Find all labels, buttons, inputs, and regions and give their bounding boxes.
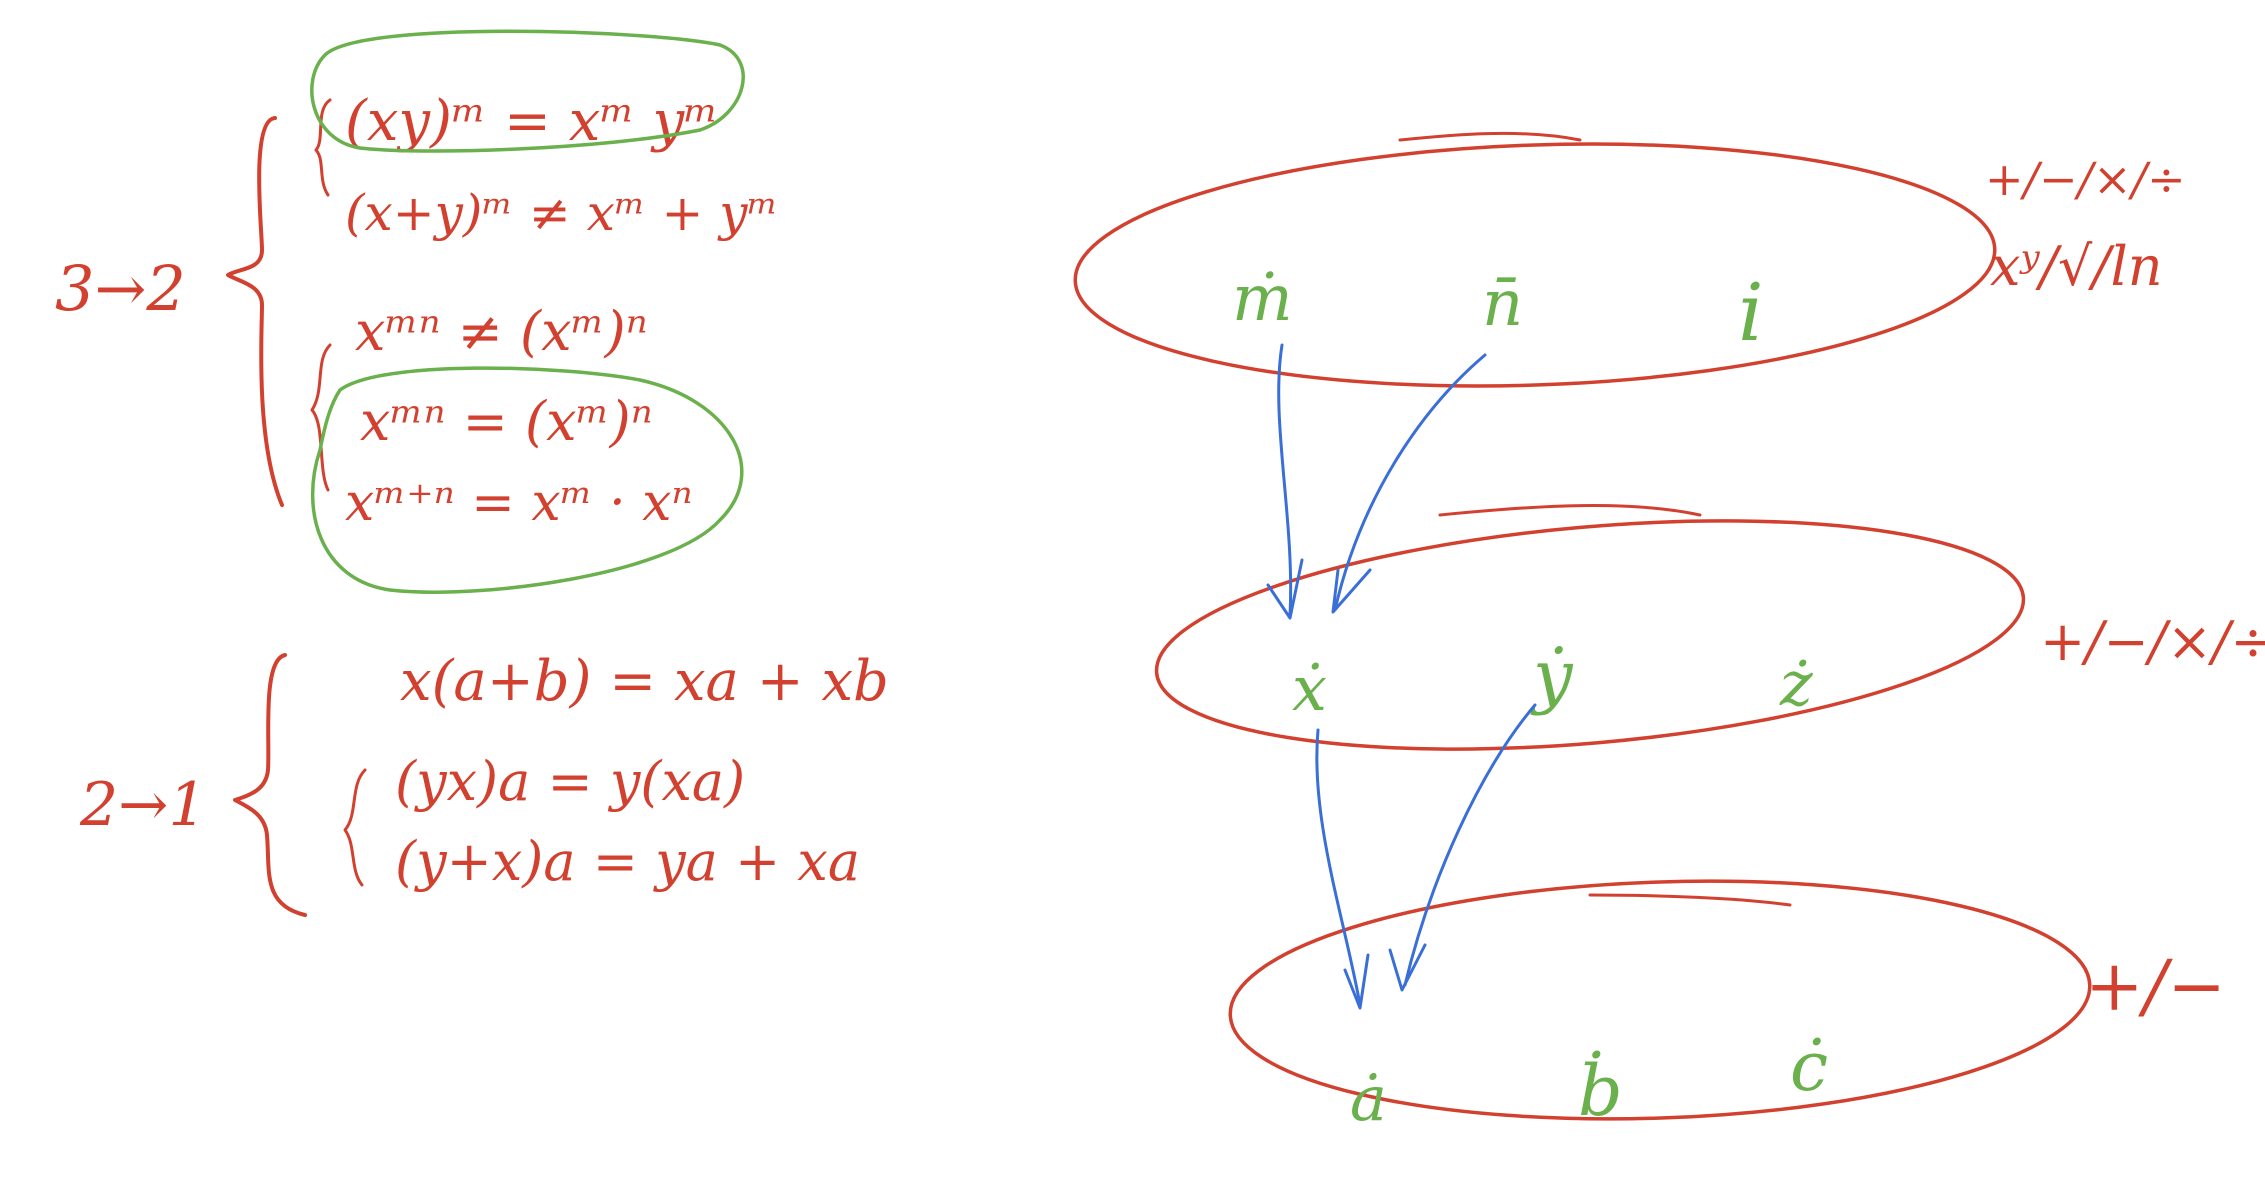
variable-label: ȧ xyxy=(1350,1062,1387,1135)
ellipse-stroke-overrun xyxy=(1398,131,1582,142)
level-bottom: ȧ ḃ ċ +/− xyxy=(1228,879,2226,1135)
curly-brace xyxy=(233,653,307,917)
ellipse-stroke-overrun xyxy=(1588,893,1792,907)
highlight-loop xyxy=(310,366,744,594)
variable-label: ż xyxy=(1779,647,1813,720)
curly-brace xyxy=(226,116,284,507)
arrow-n-to-x xyxy=(1333,353,1487,612)
level-middle: ẋ ẏ ż +/−/×/÷ xyxy=(1154,504,2265,751)
small-brace xyxy=(314,98,332,197)
arrow-y-to-a xyxy=(1403,703,1537,987)
arrow-x-to-a xyxy=(1315,728,1362,1007)
arrow-head xyxy=(1331,568,1372,614)
variable-label: ẏ xyxy=(1530,635,1574,717)
formula-line: xᵐ⁺ⁿ = xᵐ · xⁿ xyxy=(345,473,693,533)
group-label-3-to-2: 3→2 xyxy=(55,252,186,325)
formula-line: (y+x)a = ya + xa xyxy=(395,830,860,893)
small-brace xyxy=(310,343,332,492)
note-group-2-to-1: 2→1 x(a+b) = xa + xb (yx)a = y(xa) (y+x)… xyxy=(79,649,889,917)
group-label-2-to-1: 2→1 xyxy=(79,770,207,840)
note-group-3-to-2: 3→2 (xy)ᵐ = xᵐ yᵐ (x+y)ᵐ ≠ xᵐ + yᵐ xᵐⁿ ≠… xyxy=(55,29,778,594)
arrow-m-to-x xyxy=(1277,343,1293,617)
operations-label: +/− xyxy=(2085,945,2226,1027)
variable-label: ċ xyxy=(1790,1028,1828,1107)
formula-line: (x+y)ᵐ ≠ xᵐ + yᵐ xyxy=(345,184,778,242)
highlight-loop xyxy=(310,29,745,153)
variable-label: i xyxy=(1738,266,1764,359)
arrow-head xyxy=(1343,953,1370,1010)
operations-label: +/−/×/÷ xyxy=(1985,152,2186,206)
formula-line: xᵐⁿ ≠ (xᵐ)ⁿ xyxy=(355,300,648,363)
operations-label: +/−/×/÷ xyxy=(2040,610,2265,673)
level-ellipse xyxy=(1154,519,2026,751)
level-top: ṁ n̄ i +/−/×/÷ xʸ/√/ln xyxy=(1073,131,2186,388)
formula-line: (xy)ᵐ = xᵐ yᵐ xyxy=(345,89,719,154)
level-ellipse xyxy=(1073,142,1997,388)
formula-line: x(a+b) = xa + xb xyxy=(400,649,889,714)
variable-label: ẋ xyxy=(1292,652,1327,725)
operations-label: xʸ/√/ln xyxy=(1990,235,2163,298)
formula-line: (yx)a = y(xa) xyxy=(395,750,745,813)
arrow-head xyxy=(1388,943,1427,992)
variable-label: n̄ xyxy=(1482,267,1523,341)
variable-label: ṁ xyxy=(1232,262,1293,336)
formula-line: xᵐⁿ = (xᵐ)ⁿ xyxy=(360,390,653,453)
variable-label: ḃ xyxy=(1578,1050,1623,1132)
ellipse-stroke-overrun xyxy=(1438,504,1702,517)
level-ellipse xyxy=(1228,879,2092,1121)
arrow-head xyxy=(1266,558,1304,620)
small-brace xyxy=(343,768,367,887)
arrows xyxy=(1266,343,1537,1010)
